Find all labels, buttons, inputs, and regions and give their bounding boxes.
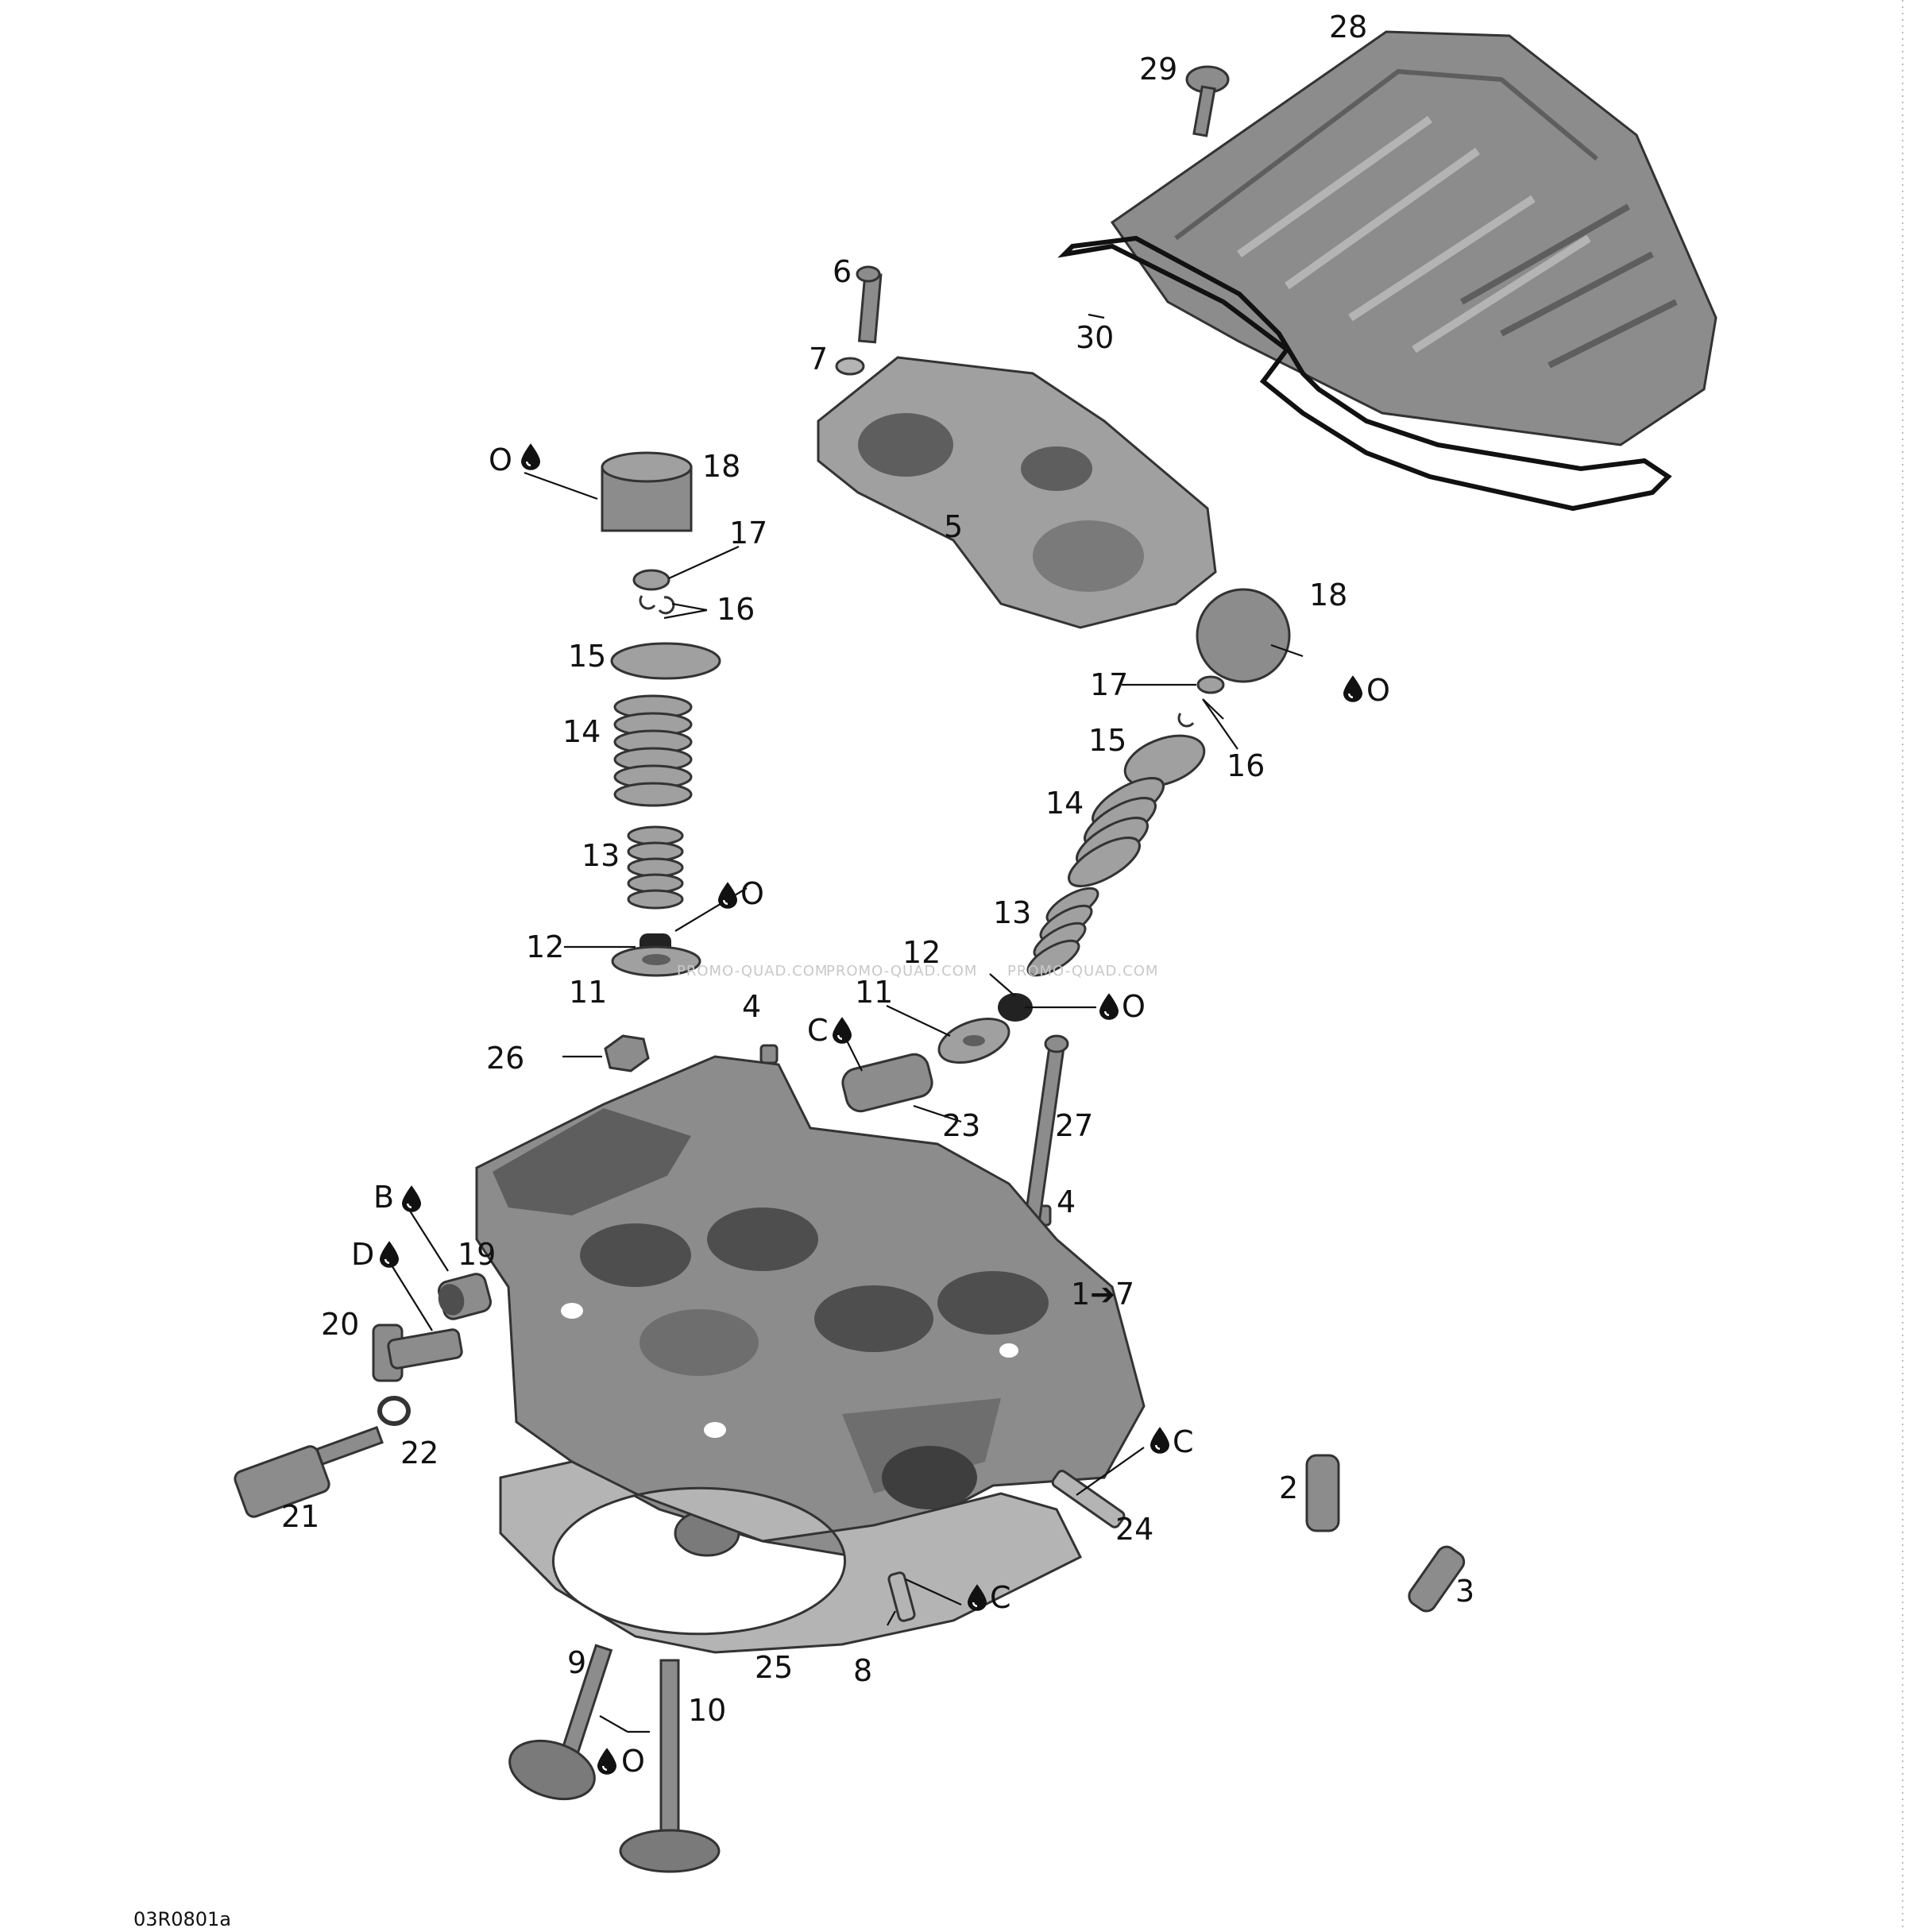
label-11-right: 11 [855, 975, 893, 1010]
watermark-text: PROMO-QUAD.COM [677, 963, 828, 980]
label-3: 3 [1455, 1574, 1474, 1609]
label-27: 27 [1055, 1108, 1093, 1143]
label-13-right: 13 [993, 895, 1031, 930]
drop-icon [402, 1185, 421, 1212]
drop-icon [1343, 675, 1362, 702]
cylinder-head [475, 1055, 1146, 1559]
label-4-upper: 4 [742, 989, 761, 1024]
camshaft-carrier [817, 356, 1217, 629]
label-2: 2 [1279, 1470, 1298, 1505]
lube-o-9: O [621, 1744, 645, 1779]
label-5: 5 [944, 509, 963, 544]
valve-cover [1110, 30, 1718, 446]
part-labels: 28 29 30 6 7 5 O 18 17 16 15 14 13 O 12 … [281, 10, 1474, 1779]
label-7: 7 [809, 342, 828, 377]
watermark-text: PROMO-QUAD.COM [826, 963, 977, 980]
label-12-left: 12 [526, 929, 564, 964]
label-22: 22 [400, 1435, 439, 1470]
dowel-pin-upper [759, 1044, 779, 1065]
sealing-ring [377, 1396, 411, 1426]
lube-o-12-right: O [1122, 989, 1146, 1024]
intake-valve [508, 1644, 613, 1801]
label-6: 6 [833, 254, 852, 289]
lube-o-18-left: O [489, 442, 512, 477]
elbow-fitting [372, 1323, 463, 1382]
right-valve-stack [937, 588, 1291, 1064]
guide-sleeve [841, 1053, 933, 1113]
pin-24 [1051, 1470, 1126, 1528]
label-20: 20 [321, 1307, 359, 1342]
drop-icon [521, 443, 540, 470]
label-29: 29 [1139, 52, 1177, 87]
label-1-to-7: 1➔7 [1071, 1277, 1134, 1312]
lube-o-12-left: O [740, 876, 764, 911]
label-26: 26 [486, 1041, 524, 1076]
label-17-right: 17 [1090, 667, 1128, 702]
cover-screw [1185, 65, 1230, 137]
label-15-left: 15 [568, 639, 606, 674]
label-8: 8 [853, 1653, 872, 1688]
lube-b-19: B [373, 1180, 394, 1215]
temperature-sensor [234, 1425, 384, 1518]
label-18-left: 18 [702, 449, 740, 484]
dowel-sleeve-3 [1408, 1545, 1466, 1613]
dowel-sleeve-2 [1305, 1454, 1340, 1532]
label-19: 19 [458, 1237, 496, 1272]
label-11-left: 11 [569, 975, 607, 1010]
label-10: 10 [688, 1693, 726, 1728]
head-gasket [499, 1460, 1083, 1654]
drop-icon [1150, 1427, 1169, 1454]
left-valve-stack [601, 451, 721, 1072]
document-code: 03R0801a [133, 1908, 231, 1930]
label-13-left: 13 [582, 838, 620, 873]
drop-icon [1099, 993, 1119, 1020]
label-23: 23 [942, 1108, 980, 1143]
label-28: 28 [1329, 10, 1367, 44]
label-15-right: 15 [1088, 723, 1126, 758]
label-9: 9 [567, 1645, 586, 1680]
label-14-right: 14 [1045, 786, 1084, 821]
lube-d-20: D [351, 1237, 374, 1272]
label-17-left: 17 [729, 516, 767, 551]
pin-8 [887, 1571, 916, 1622]
lube-o-18-right: O [1366, 673, 1390, 708]
label-30: 30 [1076, 320, 1114, 355]
drop-icon [833, 1017, 852, 1044]
oil-plug [438, 1273, 492, 1320]
label-12-right: 12 [902, 935, 941, 970]
carrier-washer [835, 357, 865, 376]
label-4-lower: 4 [1057, 1184, 1076, 1219]
label-16-left: 16 [717, 592, 755, 627]
watermark-text: PROMO-QUAD.COM [1007, 963, 1158, 980]
label-18-right: 18 [1309, 578, 1347, 612]
lube-c-24: C [1173, 1424, 1194, 1459]
label-25: 25 [755, 1650, 793, 1685]
label-21: 21 [281, 1499, 319, 1534]
watermark: PROMO-QUAD.COM PROMO-QUAD.COM PROMO-QUAD… [677, 963, 1158, 980]
drop-icon [380, 1241, 399, 1268]
lube-c-8: C [990, 1580, 1011, 1615]
drop-icon [718, 882, 737, 909]
lube-c-23: C [807, 1013, 829, 1048]
carrier-bolt [856, 265, 883, 344]
label-16-right: 16 [1227, 748, 1265, 783]
leader-lines [388, 313, 1304, 1733]
long-head-bolt [1022, 1034, 1069, 1233]
exhaust-valve [619, 1659, 721, 1873]
label-24: 24 [1115, 1512, 1153, 1547]
drop-icon [597, 1748, 616, 1775]
valve-cover-gasket [1057, 235, 1672, 512]
label-14-left: 14 [562, 714, 601, 749]
